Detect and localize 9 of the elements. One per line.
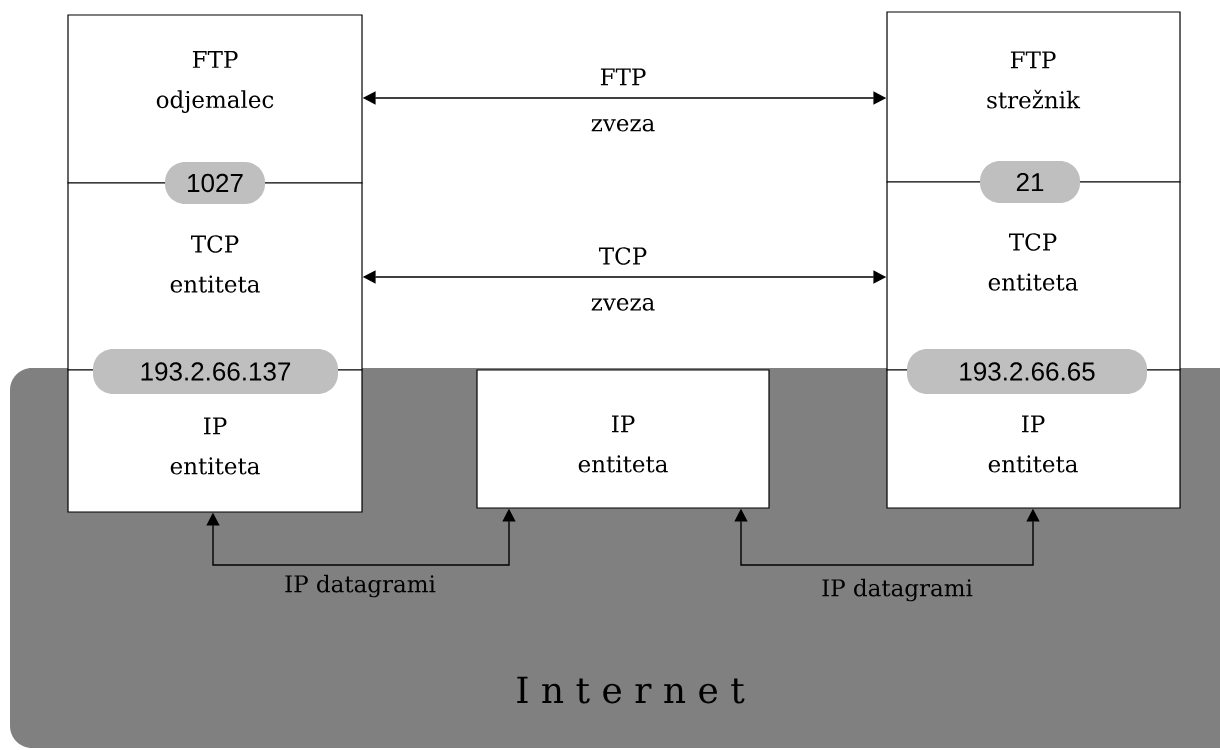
address-pill: 1027 [165, 162, 265, 204]
edge-label: TCP zveza [591, 247, 655, 311]
address-pill: 193.2.66.65 [907, 349, 1147, 394]
address-pill: 193.2.66.137 [93, 349, 338, 394]
address-pill: 21 [980, 161, 1080, 203]
layer-box: IP entiteta [476, 369, 770, 509]
edge-label: IP datagrami [285, 574, 436, 598]
edge-label: IP datagrami [822, 578, 973, 602]
edge-label: FTP zveza [591, 68, 655, 132]
